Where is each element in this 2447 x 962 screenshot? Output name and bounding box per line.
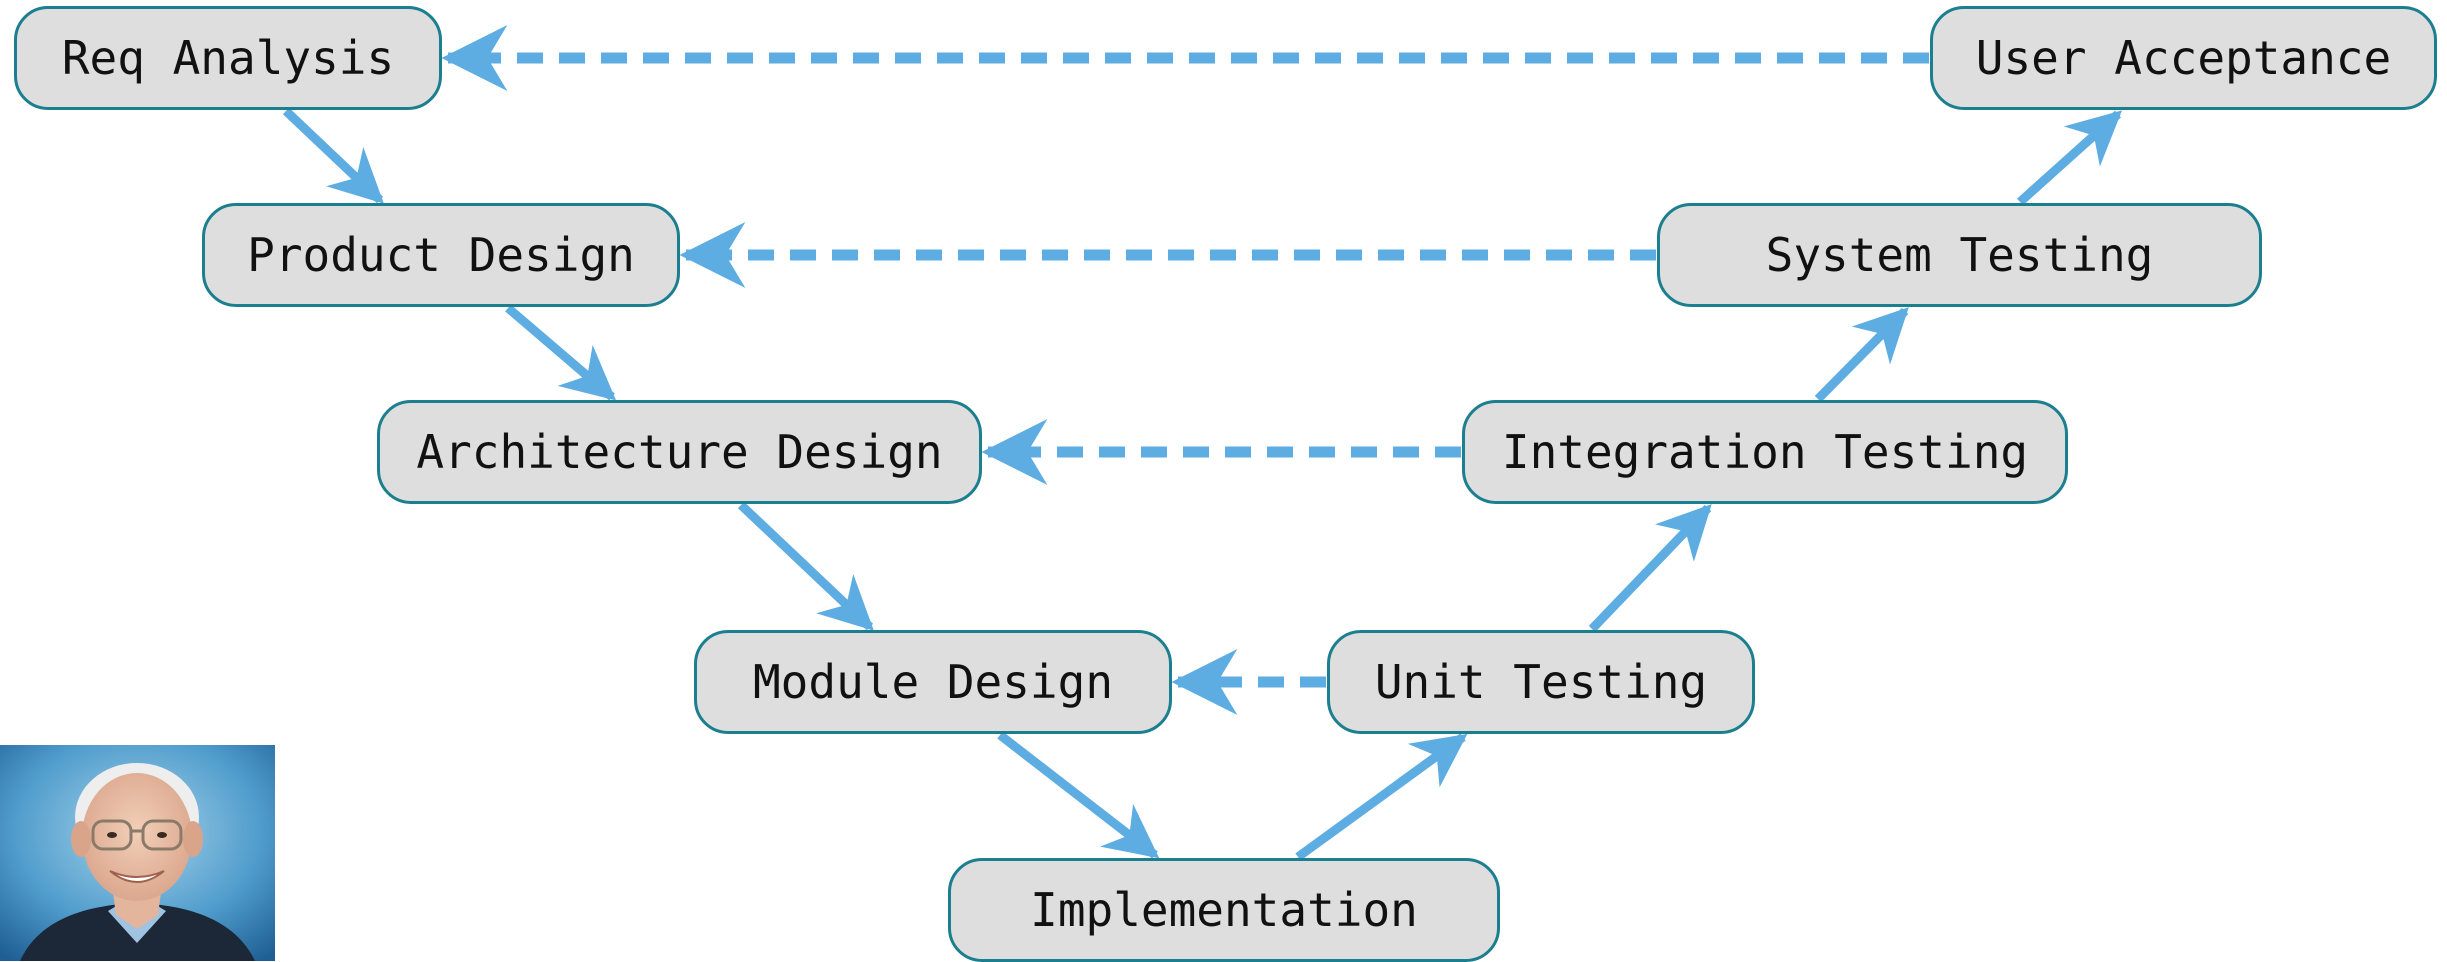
node-unit-testing: Unit Testing — [1327, 630, 1755, 734]
edge-product-to-architecture — [505, 304, 617, 401]
edge-req-to-product — [282, 107, 384, 204]
node-req-analysis: Req Analysis — [14, 6, 442, 110]
node-user-acceptance: User Acceptance — [1930, 6, 2437, 110]
edge-implementation-to-unit — [1295, 733, 1468, 861]
edge-architecture-to-module — [737, 501, 874, 631]
edge-integration-to-system — [1814, 307, 1909, 403]
node-implementation: Implementation — [948, 858, 1500, 962]
node-system-testing: System Testing — [1657, 203, 2262, 307]
portrait-photo — [0, 745, 275, 961]
node-integration-testing: Integration Testing — [1462, 400, 2068, 504]
edge-module-to-implementation — [997, 731, 1160, 859]
node-architecture-design: Architecture Design — [377, 400, 982, 504]
edge-system-to-user — [2016, 110, 2123, 206]
edge-unit-to-integration — [1588, 504, 1712, 633]
node-product-design: Product Design — [202, 203, 680, 307]
node-module-design: Module Design — [694, 630, 1172, 734]
